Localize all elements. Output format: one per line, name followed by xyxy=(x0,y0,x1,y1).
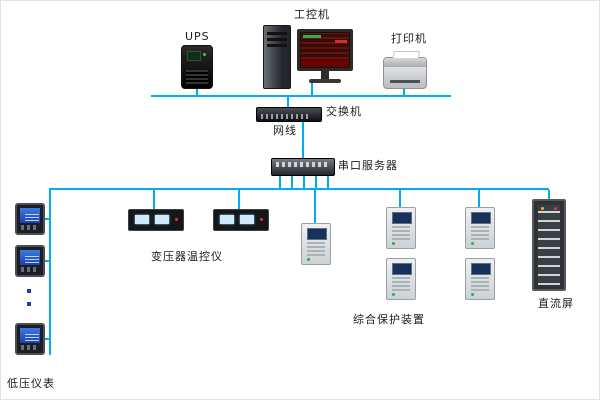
printer-top xyxy=(384,58,426,67)
serial-server-ports xyxy=(276,162,330,167)
serial-server-device xyxy=(271,158,335,176)
low-voltage-meter-label: 低压仪表 xyxy=(7,377,55,390)
temp-display xyxy=(240,215,254,224)
scada-screen xyxy=(301,33,349,67)
connector-line xyxy=(314,190,316,223)
connector-line-meters xyxy=(49,188,51,355)
workstation-monitor xyxy=(297,29,353,71)
meter-buttons xyxy=(21,345,39,350)
connector-line xyxy=(303,174,305,188)
network-cable-label: 网线 xyxy=(273,124,297,137)
protection-led xyxy=(392,293,395,296)
ellipsis-dot xyxy=(27,302,31,306)
protection-buttons xyxy=(307,242,325,256)
meter-screen xyxy=(20,250,40,265)
temp-led xyxy=(175,218,178,221)
protection-buttons xyxy=(392,226,410,240)
screen-detail xyxy=(335,40,347,43)
protection-screen xyxy=(392,263,412,275)
connector-line xyxy=(478,190,480,207)
temp-display xyxy=(220,215,234,224)
meter-buttons xyxy=(21,267,39,272)
protection-led xyxy=(471,242,474,245)
protection-led xyxy=(307,258,310,261)
switch-label: 交换机 xyxy=(326,105,362,118)
dc-led xyxy=(554,207,557,210)
protection-device-label: 综合保护装置 xyxy=(353,313,425,326)
protection-device xyxy=(301,223,331,265)
ups-led xyxy=(203,53,206,56)
connector-stub xyxy=(45,338,49,340)
switch-ports xyxy=(261,114,311,119)
protection-buttons xyxy=(471,277,489,291)
protection-screen xyxy=(471,263,491,275)
connector-line xyxy=(403,87,405,95)
monitor-base xyxy=(309,79,341,83)
connector-line xyxy=(279,174,281,188)
connector-line xyxy=(327,174,329,188)
dc-panel-cabinet xyxy=(532,199,566,291)
protection-buttons xyxy=(471,226,489,240)
workstation-tower xyxy=(263,25,291,89)
tower-drive-bay xyxy=(267,38,287,41)
protection-led xyxy=(392,242,395,245)
temp-controller xyxy=(128,209,184,231)
low-voltage-meter xyxy=(15,323,45,355)
meter-screen xyxy=(20,208,40,223)
temp-display xyxy=(155,215,169,224)
protection-device xyxy=(465,207,495,249)
connector-line xyxy=(311,83,313,95)
dc-panel-label: 直流屏 xyxy=(538,297,574,310)
temp-controller-label: 变压器温控仪 xyxy=(151,250,223,263)
protection-device xyxy=(386,258,416,300)
meter-readout xyxy=(25,255,39,263)
ups-device xyxy=(181,45,213,89)
ellipsis-dot xyxy=(27,289,31,293)
screen-detail xyxy=(303,35,321,38)
printer-label: 打印机 xyxy=(391,32,427,45)
workstation-label: 工控机 xyxy=(294,8,330,21)
protection-led xyxy=(471,293,474,296)
tower-drive-bay xyxy=(267,32,287,35)
connector-line xyxy=(151,95,451,97)
low-voltage-meter xyxy=(15,245,45,277)
serial-server-label: 串口服务器 xyxy=(338,159,398,172)
protection-screen xyxy=(392,212,412,224)
monitor-stand xyxy=(321,71,329,79)
protection-screen xyxy=(307,228,327,240)
meter-readout xyxy=(25,333,39,341)
connector-line-network-cable xyxy=(302,120,304,158)
dc-panel-rows xyxy=(538,205,560,285)
protection-device xyxy=(465,258,495,300)
main-bus-line xyxy=(49,188,549,190)
ups-vents xyxy=(186,70,208,84)
connector-line xyxy=(291,174,293,188)
temp-controller xyxy=(213,209,269,231)
switch-device xyxy=(256,107,322,122)
protection-device xyxy=(386,207,416,249)
printer-device xyxy=(383,51,427,89)
connector-stub xyxy=(45,260,49,262)
connector-line xyxy=(315,174,317,188)
protection-screen xyxy=(471,212,491,224)
low-voltage-meter xyxy=(15,203,45,235)
connector-stub xyxy=(45,218,49,220)
meter-readout xyxy=(25,213,39,221)
tower-drive-bay xyxy=(267,44,287,47)
connector-line xyxy=(153,190,155,209)
dc-led xyxy=(541,207,544,210)
meter-buttons xyxy=(21,225,39,230)
connector-line xyxy=(287,97,289,107)
protection-buttons xyxy=(392,277,410,291)
connector-line xyxy=(548,190,550,199)
temp-display xyxy=(135,215,149,224)
connector-line xyxy=(196,88,198,95)
printer-slot xyxy=(390,80,420,83)
ups-display xyxy=(187,51,201,61)
temp-led xyxy=(260,218,263,221)
connector-line xyxy=(399,190,401,207)
connector-line xyxy=(238,190,240,209)
ups-label: UPS xyxy=(185,30,210,43)
meter-screen xyxy=(20,328,40,343)
